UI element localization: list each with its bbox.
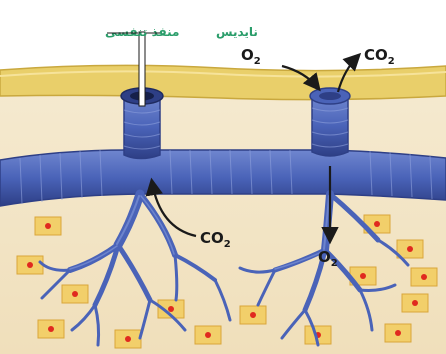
nucleus (72, 291, 78, 297)
nucleus (421, 274, 427, 280)
spiracle-opening (319, 92, 341, 100)
nucleus (48, 326, 54, 332)
cell (195, 326, 221, 344)
cell (385, 324, 411, 342)
cell (17, 256, 43, 274)
nucleus (125, 336, 131, 342)
nucleus (360, 273, 366, 279)
nucleus (45, 223, 51, 229)
cell (397, 240, 423, 258)
nucleus (205, 332, 211, 338)
spiracle-label: منفذ تنفسی (105, 25, 179, 39)
cell (38, 320, 64, 338)
cell (402, 294, 428, 312)
nucleus (168, 306, 174, 312)
cell (35, 217, 61, 235)
cell (411, 268, 437, 286)
cell (240, 306, 266, 324)
nucleus (407, 246, 413, 252)
cell (62, 285, 88, 303)
nucleus (395, 330, 401, 336)
cell (115, 330, 141, 348)
nucleus (412, 300, 418, 306)
nucleus (27, 262, 33, 268)
cuticle-layer (0, 65, 446, 99)
tracheole-pointer (139, 32, 145, 106)
nucleus (250, 312, 256, 318)
nucleus (374, 221, 380, 227)
tracheole-label: نایدیس (216, 25, 258, 39)
